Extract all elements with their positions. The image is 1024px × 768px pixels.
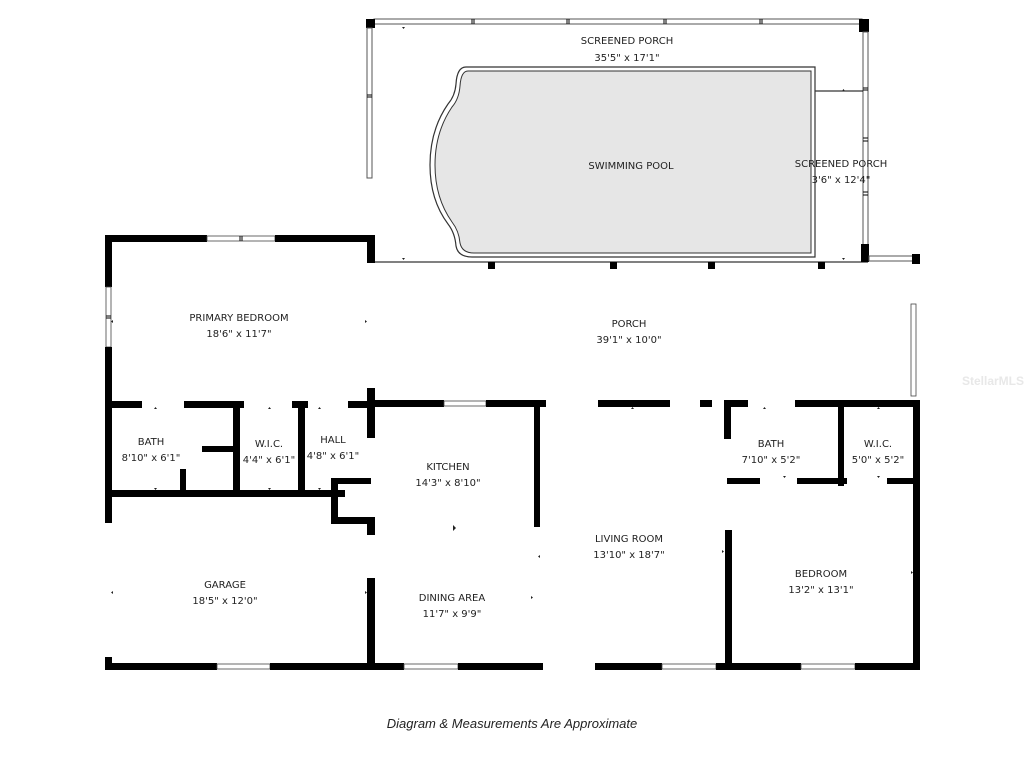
svg-text:W.I.C.: W.I.C.	[864, 439, 892, 450]
watermark: StellarMLS	[962, 374, 1024, 388]
svg-text:7'10" x 5'2": 7'10" x 5'2"	[742, 455, 801, 466]
svg-text:KITCHEN: KITCHEN	[426, 462, 469, 473]
screened-porch-enclosure	[366, 18, 869, 269]
svg-text:GARAGE: GARAGE	[204, 580, 246, 591]
svg-text:4'8" x 6'1": 4'8" x 6'1"	[307, 451, 359, 462]
svg-text:3'6" x 12'4": 3'6" x 12'4"	[812, 175, 871, 186]
svg-text:SCREENED PORCH: SCREENED PORCH	[581, 36, 673, 47]
svg-text:11'7" x 9'9": 11'7" x 9'9"	[423, 609, 482, 620]
svg-text:18'6" x 11'7": 18'6" x 11'7"	[206, 329, 271, 340]
room-label-bath-primary: BATH 8'10" x 6'1"	[122, 437, 181, 464]
room-label-wic-primary: W.I.C. 4'4" x 6'1"	[243, 439, 295, 466]
svg-text:5'0" x 5'2": 5'0" x 5'2"	[852, 455, 904, 466]
svg-text:PRIMARY BEDROOM: PRIMARY BEDROOM	[189, 313, 288, 324]
svg-text:13'10" x 18'7": 13'10" x 18'7"	[593, 550, 665, 561]
porch-right-window	[868, 254, 920, 397]
svg-text:W.I.C.: W.I.C.	[255, 439, 283, 450]
disclaimer-caption: Diagram & Measurements Are Approximate	[386, 716, 638, 731]
svg-text:HALL: HALL	[320, 435, 346, 446]
svg-text:PORCH: PORCH	[612, 319, 647, 330]
room-label-bath-2: BATH 7'10" x 5'2"	[742, 439, 801, 466]
room-label-screened-porch: SCREENED PORCH 35'5" x 17'1"	[581, 36, 673, 64]
svg-text:8'10" x 6'1": 8'10" x 6'1"	[122, 453, 181, 464]
room-label-living-room: LIVING ROOM 13'10" x 18'7"	[593, 534, 665, 561]
house-walls	[105, 235, 920, 670]
svg-text:SCREENED PORCH: SCREENED PORCH	[795, 159, 887, 170]
svg-text:BEDROOM: BEDROOM	[795, 569, 847, 580]
room-label-swimming-pool: SWIMMING POOL	[588, 161, 674, 172]
room-label-primary-bedroom: PRIMARY BEDROOM 18'6" x 11'7"	[189, 313, 288, 340]
svg-text:BATH: BATH	[138, 437, 165, 448]
swimming-pool	[429, 66, 816, 258]
svg-text:39'1" x 10'0": 39'1" x 10'0"	[596, 335, 661, 346]
door-markers	[111, 320, 913, 599]
room-label-bedroom: BEDROOM 13'2" x 13'1"	[788, 569, 853, 596]
svg-text:35'5" x 17'1": 35'5" x 17'1"	[594, 53, 659, 64]
room-label-dining-area: DINING AREA 11'7" x 9'9"	[419, 593, 486, 620]
room-label-kitchen: KITCHEN 14'3" x 8'10"	[415, 462, 480, 489]
svg-text:DINING AREA: DINING AREA	[419, 593, 486, 604]
svg-text:13'2" x 13'1": 13'2" x 13'1"	[788, 585, 853, 596]
svg-text:4'4" x 6'1": 4'4" x 6'1"	[243, 455, 295, 466]
room-label-hall: HALL 4'8" x 6'1"	[307, 435, 359, 462]
room-label-screened-porch-small: SCREENED PORCH 3'6" x 12'4"	[795, 159, 887, 186]
svg-text:18'5" x 12'0": 18'5" x 12'0"	[192, 596, 257, 607]
room-label-porch: PORCH 39'1" x 10'0"	[596, 319, 661, 346]
svg-text:BATH: BATH	[758, 439, 785, 450]
svg-text:LIVING ROOM: LIVING ROOM	[595, 534, 663, 545]
room-label-wic-2: W.I.C. 5'0" x 5'2"	[852, 439, 904, 466]
room-label-garage: GARAGE 18'5" x 12'0"	[192, 580, 257, 607]
svg-text:14'3" x 8'10": 14'3" x 8'10"	[415, 478, 480, 489]
svg-text:SWIMMING POOL: SWIMMING POOL	[588, 161, 674, 172]
